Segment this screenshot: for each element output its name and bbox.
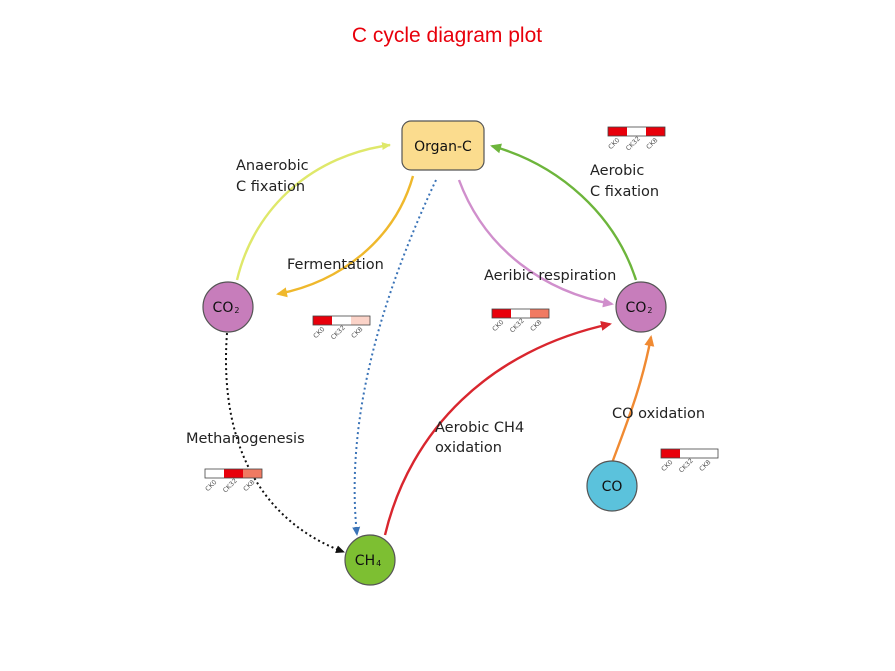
heatmap-border	[491, 308, 550, 319]
heatmap-tick-label: CK0	[607, 136, 622, 151]
label-fermentation: Fermentation	[287, 257, 384, 273]
heatmap-tick-label: CK0	[491, 318, 506, 333]
label-aerobic-ch4-oxidation-line1: Aerobic CH4	[435, 420, 524, 436]
label-methanogenesis: Methanogenesis	[186, 431, 305, 447]
heatmap-tick-label: CK8	[529, 318, 544, 333]
co2-left-label: CO2	[213, 300, 240, 316]
heatmap-cell	[492, 309, 511, 318]
node-ch4: CH4	[344, 534, 396, 586]
heatmap-border	[204, 468, 263, 479]
heatmap-cell	[699, 449, 718, 458]
heatmap-tick-label: CK32	[329, 324, 347, 342]
heatmap-cell	[205, 469, 224, 478]
heatmap-tick-label: CK8	[350, 325, 365, 340]
ch4-circle	[344, 534, 396, 586]
heatmap-cell	[511, 309, 530, 318]
heatmap-tick-label: CK8	[242, 478, 257, 493]
arrows	[225, 142, 655, 554]
ch4-label: CH4	[355, 553, 381, 569]
label-anaerobic-c-fixation-line2: C fixation	[236, 179, 305, 195]
label-aerobic-c-fixation-line1: Aerobic	[590, 163, 644, 179]
organic-c-box	[401, 120, 485, 171]
heatmap-tick-label: CK32	[508, 317, 526, 335]
co2-right-circle	[615, 281, 667, 333]
co-label: CO	[602, 479, 623, 495]
heatmap-cell	[332, 316, 351, 325]
co-circle	[586, 460, 638, 512]
heatmap-cell	[680, 449, 699, 458]
heatmap-cell	[627, 127, 646, 136]
heatmap-border	[607, 126, 666, 137]
heatmap-tick-label: CK0	[204, 478, 219, 493]
label-aerobic-respiration: Aeribic respiration	[484, 268, 616, 284]
arrow-aerobic-c-fixation	[490, 143, 638, 281]
label-aerobic-c-fixation-line2: C fixation	[590, 184, 659, 200]
heatmap-cell	[608, 127, 627, 136]
heatmap-cell	[646, 127, 665, 136]
arrow-fermentation	[276, 175, 415, 298]
node-co2-left: CO2	[202, 281, 254, 333]
node-co: CO	[586, 460, 638, 512]
node-organic-c: Organ-C	[401, 120, 485, 171]
heatmap-tick-label: CK0	[660, 458, 675, 473]
arrow-co-oxidation	[610, 335, 655, 464]
heatmap-tick-label: CK32	[221, 477, 239, 495]
heatmap-cell	[313, 316, 332, 325]
co2-right-label: CO2	[626, 300, 653, 316]
label-aerobic-ch4-oxidation-line2: oxidation	[435, 440, 502, 456]
label-anaerobic-c-fixation-line1: Anaerobic	[236, 158, 309, 174]
heatmap-tick-label: CK0	[312, 325, 327, 340]
heatmap-tick-label: CK32	[677, 457, 695, 475]
process-labels: Anaerobic C fixation Aerobic C fixation …	[186, 158, 705, 456]
arrow-aerobic-respiration	[457, 179, 614, 308]
label-co-oxidation: CO oxidation	[612, 406, 705, 422]
heatmap-tick-label: CK8	[645, 136, 660, 151]
co2-left-circle	[202, 281, 254, 333]
arrow-organic-c-to-ch4	[352, 179, 437, 536]
heatmap-cell	[351, 316, 370, 325]
heatmap-cell	[530, 309, 549, 318]
heatmap-tick-label: CK32	[624, 135, 642, 153]
heatmap-cell	[224, 469, 243, 478]
organic-c-label: Organ-C	[414, 139, 472, 155]
heatmap-tick-label: CK8	[698, 458, 713, 473]
heatmap-border	[312, 315, 371, 326]
heatmap-border	[660, 448, 719, 459]
diagram-title: C cycle diagram plot	[352, 24, 542, 47]
node-co2-right: CO2	[615, 281, 667, 333]
arrow-aerobic-ch4-oxidation	[383, 321, 612, 536]
heatmap-cell	[243, 469, 262, 478]
heatmap-cell	[661, 449, 680, 458]
arrow-anaerobic-c-fixation	[235, 142, 391, 281]
